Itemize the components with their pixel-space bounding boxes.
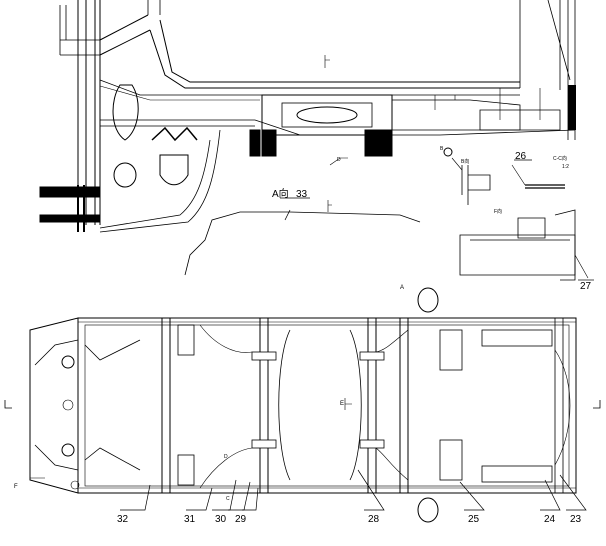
- callout-26: 26: [515, 151, 527, 162]
- detail-views: [443, 147, 589, 281]
- callout-33: 33: [296, 189, 308, 200]
- side-view: [39, 0, 576, 276]
- callouts: 32 31 30 29 28 25 24 23 26 27 33 A向 A F …: [14, 146, 592, 525]
- marker-c: C: [226, 496, 230, 502]
- callout-27: 27: [580, 281, 592, 292]
- note-b-label: B向: [461, 158, 469, 165]
- detail-f-label: F向: [494, 208, 502, 215]
- leader-lines: [120, 159, 594, 511]
- section-a-label: A向: [272, 187, 289, 200]
- callout-24: 24: [544, 514, 556, 525]
- callout-32: 32: [117, 514, 129, 525]
- callout-25: 25: [468, 514, 480, 525]
- marker-d: D: [224, 454, 228, 460]
- callout-31: 31: [184, 514, 196, 525]
- marker-b: B: [440, 146, 444, 152]
- marker-e: E: [340, 401, 344, 407]
- detail-d-label: D: [337, 157, 341, 163]
- callout-23: 23: [570, 514, 582, 525]
- detail-c-label: C-C向: [553, 155, 567, 162]
- plan-view: [4, 287, 601, 523]
- view-a-label: A: [400, 285, 404, 291]
- callout-30: 30: [215, 514, 227, 525]
- scale-label: 1:2: [562, 164, 569, 170]
- callout-28: 28: [368, 514, 380, 525]
- callout-29: 29: [235, 514, 247, 525]
- marker-f: F: [14, 484, 18, 490]
